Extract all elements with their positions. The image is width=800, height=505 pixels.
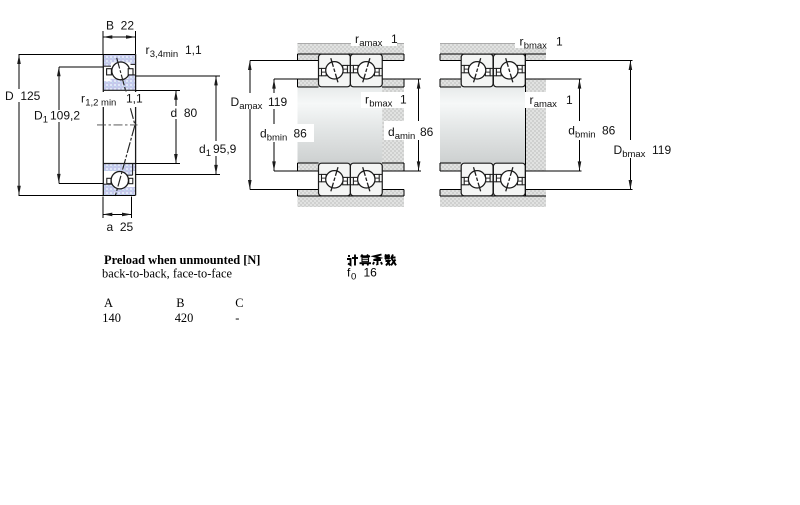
svg-text:1,1: 1,1 <box>126 92 143 106</box>
svg-text:a 25: a 25 <box>107 220 134 234</box>
svg-text:B: B <box>176 296 184 310</box>
svg-text:D: D <box>231 95 240 109</box>
svg-text:1,2 min: 1,2 min <box>85 98 116 109</box>
svg-text:16: 16 <box>364 266 378 280</box>
svg-text:r: r <box>146 43 150 57</box>
svg-text:D 125: D 125 <box>5 89 41 103</box>
svg-text:d 80: d 80 <box>171 106 198 120</box>
svg-text:B 22: B 22 <box>106 19 134 33</box>
svg-text:420: 420 <box>175 311 194 325</box>
svg-text:d: d <box>260 127 267 141</box>
svg-text:0: 0 <box>351 272 356 283</box>
svg-text:-: - <box>235 311 239 325</box>
svg-text:r: r <box>530 93 534 107</box>
svg-text:bmin: bmin <box>267 133 288 144</box>
svg-text:C: C <box>235 296 243 310</box>
svg-text:119: 119 <box>652 143 671 157</box>
svg-text:amax: amax <box>534 99 557 110</box>
svg-text:amax: amax <box>359 38 382 49</box>
svg-text:86: 86 <box>294 127 308 141</box>
svg-text:Preload when unmounted [N]: Preload when unmounted [N] <box>104 253 260 267</box>
svg-text:95,9: 95,9 <box>213 142 237 156</box>
svg-text:r: r <box>81 92 85 106</box>
svg-text:amax: amax <box>239 101 262 112</box>
svg-text:d: d <box>199 142 206 156</box>
svg-text:D: D <box>34 109 43 123</box>
svg-text:86: 86 <box>602 123 616 137</box>
svg-text:back-to-back, face-to-face: back-to-back, face-to-face <box>102 267 233 281</box>
svg-text:140: 140 <box>102 311 121 325</box>
svg-text:86: 86 <box>420 125 434 139</box>
svg-text:bmin: bmin <box>575 129 596 140</box>
svg-text:bmax: bmax <box>622 149 645 160</box>
svg-text:3,4min: 3,4min <box>150 49 179 60</box>
svg-text:1: 1 <box>566 93 573 107</box>
svg-text:amin: amin <box>395 131 416 142</box>
svg-text:1: 1 <box>391 32 398 46</box>
svg-text:r: r <box>520 35 524 49</box>
svg-text:1: 1 <box>206 148 211 159</box>
svg-text:1,1: 1,1 <box>185 43 202 57</box>
svg-text:bmax: bmax <box>524 41 547 52</box>
svg-text:A: A <box>104 296 113 310</box>
svg-text:bmax: bmax <box>369 99 392 110</box>
svg-text:d: d <box>568 123 575 137</box>
svg-text:1: 1 <box>43 115 48 126</box>
svg-text:r: r <box>355 32 359 46</box>
svg-text:f: f <box>347 266 351 280</box>
svg-text:D: D <box>614 143 623 157</box>
svg-text:r: r <box>365 93 369 107</box>
svg-text:1: 1 <box>400 93 407 107</box>
svg-text:1: 1 <box>556 35 563 49</box>
svg-text:119: 119 <box>268 95 287 109</box>
svg-text:109,2: 109,2 <box>50 109 80 123</box>
svg-text:d: d <box>388 125 395 139</box>
